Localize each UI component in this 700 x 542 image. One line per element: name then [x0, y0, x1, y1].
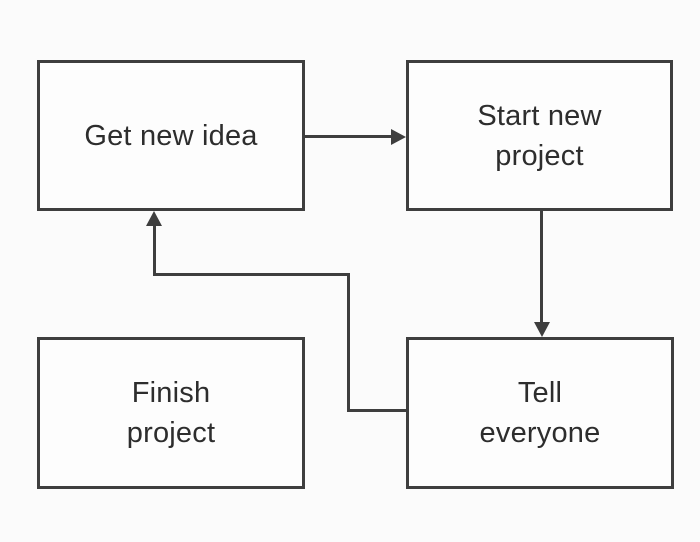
edge-get-to-start-line — [305, 135, 393, 138]
node-start-new-project: Start new project — [406, 60, 673, 211]
arrowhead-down-icon — [534, 322, 550, 337]
node-label-line: Start new — [477, 99, 602, 132]
node-get-new-idea: Get new idea — [37, 60, 305, 211]
edge-tell-to-get-segment-rise — [347, 273, 350, 412]
edge-tell-to-get-segment-final — [153, 224, 156, 276]
node-label-line: project — [495, 139, 584, 172]
edge-start-to-tell-line — [540, 211, 543, 323]
node-label-line: Finish — [131, 377, 211, 409]
edge-tell-to-get-segment-bottom — [347, 409, 406, 412]
node-tell-everyone: Tell everyone — [406, 337, 674, 489]
arrowhead-up-icon — [146, 211, 162, 226]
edge-tell-to-get-segment-across — [153, 273, 350, 276]
node-finish-project: Finish project — [37, 337, 305, 489]
node-label-line: project — [126, 417, 216, 449]
node-label-line: Tell — [517, 377, 563, 409]
node-label-line: everyone — [479, 417, 601, 449]
node-label: Get new idea — [84, 119, 258, 152]
arrowhead-right-icon — [391, 129, 406, 145]
